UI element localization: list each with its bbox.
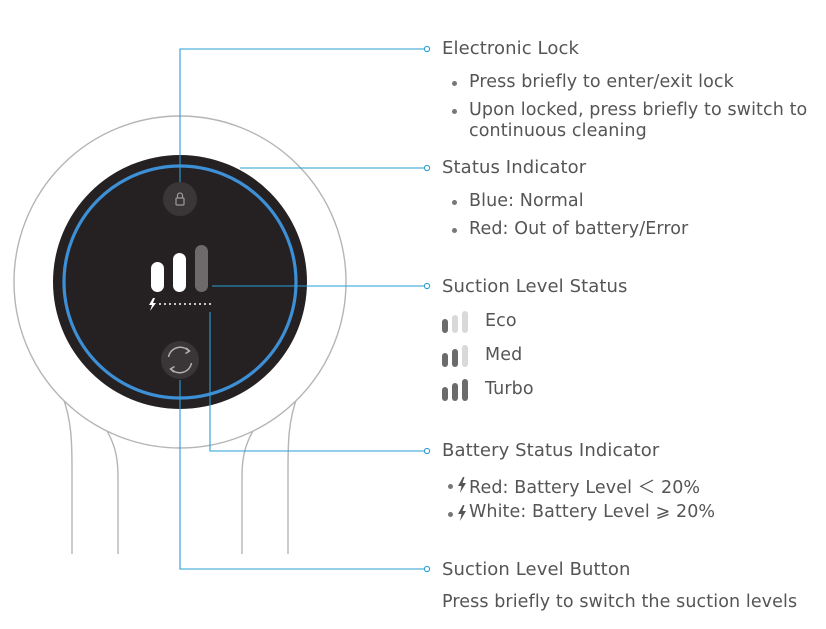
electronic-lock-button[interactable]	[163, 182, 197, 216]
device-bar-2	[173, 253, 186, 292]
level-bar	[442, 319, 448, 333]
level-bar	[442, 353, 448, 367]
level-bar	[452, 383, 458, 401]
device-bar-1	[151, 262, 164, 292]
device-bar-3	[195, 245, 208, 292]
suction-level-button[interactable]	[161, 341, 199, 379]
suction-level-button-title: Suction Level Button	[442, 559, 631, 580]
bullet	[452, 81, 458, 87]
battery-callout-line	[209, 312, 426, 452]
electronic-lock-title: Electronic Lock	[442, 38, 579, 59]
level-bar	[452, 315, 458, 333]
level-bar	[462, 311, 468, 333]
battery-item-1: Red: Battery Level ＜ 20%	[469, 478, 701, 498]
level-bar	[442, 387, 448, 401]
bullet	[452, 228, 458, 234]
level-bar	[462, 345, 468, 367]
lock-item-2-cont: continuous cleaning	[469, 121, 647, 141]
status-indicator-title: Status Indicator	[442, 157, 587, 178]
battery-status-title: Battery Status Indicator	[442, 440, 660, 461]
bullet	[448, 484, 454, 490]
lock-item-1: Press briefly to enter/exit lock	[469, 72, 734, 92]
lock-callout-line	[179, 48, 426, 182]
status-item-1: Blue: Normal	[469, 191, 584, 211]
level-bar	[462, 379, 468, 401]
lock-icon	[175, 192, 185, 206]
lightning-bolt-icon	[458, 477, 466, 493]
level-label-med: Med	[485, 345, 523, 365]
level-bar	[452, 349, 458, 367]
device-battery-indicator	[149, 298, 211, 311]
suction-level-button-description: Press briefly to switch the suction leve…	[442, 592, 798, 612]
lightning-bolt-icon	[458, 505, 466, 521]
device-suction-bars	[151, 245, 208, 292]
device-bolt-icon	[149, 298, 156, 311]
callout-lines	[179, 45, 431, 573]
cycle-arrows-icon	[167, 346, 193, 374]
button-callout-line	[179, 380, 426, 570]
bullet	[452, 109, 458, 115]
lock-item-2: Upon locked, press briefly to switch to	[469, 100, 808, 120]
bullet	[452, 200, 458, 206]
status-item-2: Red: Out of battery/Error	[469, 219, 689, 239]
level-label-turbo: Turbo	[485, 379, 534, 399]
suction-level-status-title: Suction Level Status	[442, 276, 628, 297]
battery-item-2: White: Battery Level ⩾ 20%	[469, 502, 716, 522]
level-label-eco: Eco	[485, 311, 517, 331]
bullet	[448, 512, 454, 518]
